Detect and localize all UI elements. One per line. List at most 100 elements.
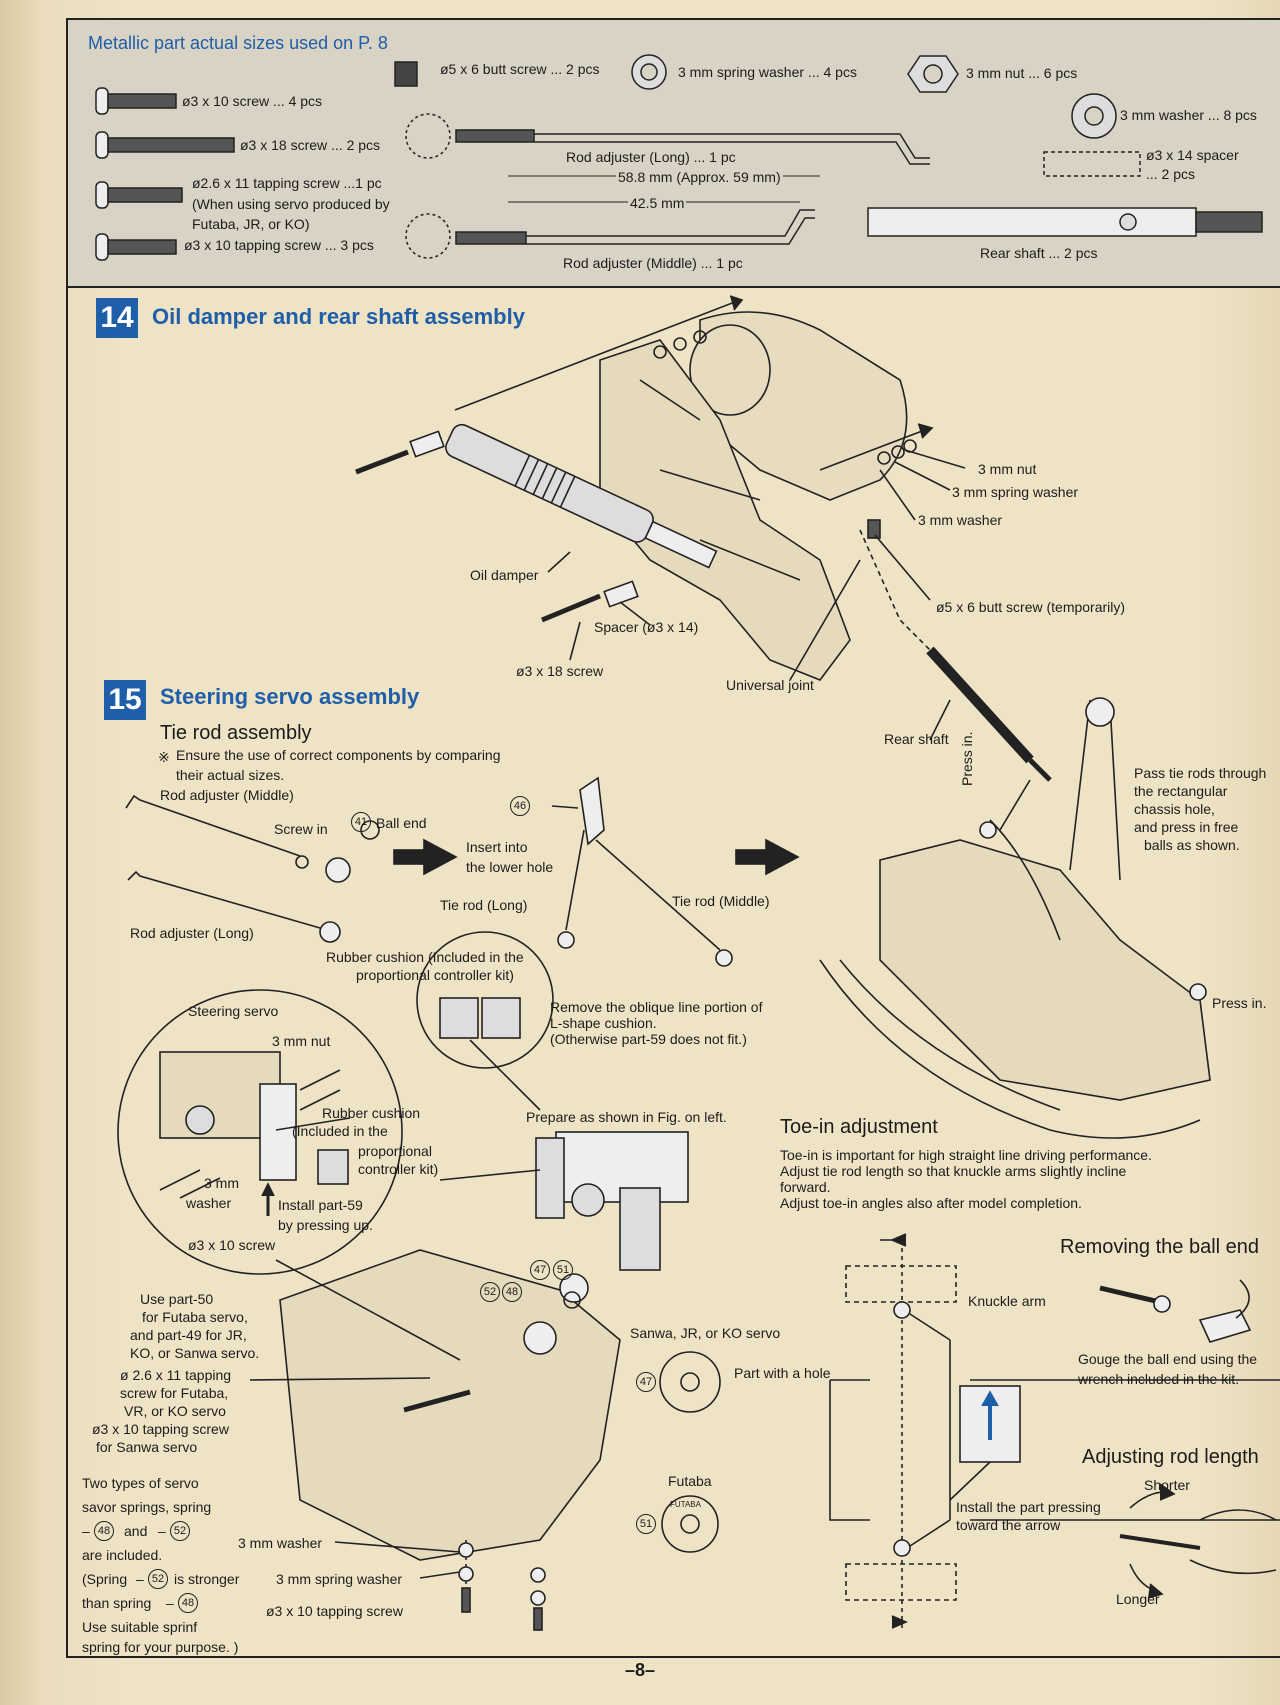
springs-note-dash-2: –	[158, 1523, 166, 1539]
spring-52-badge: 52	[170, 1521, 190, 1541]
label-universal-joint: Universal joint	[726, 677, 814, 693]
label-use-4: KO, or Sanwa servo.	[130, 1345, 260, 1361]
toe-in-line-1: Toe-in is important for high straight li…	[780, 1147, 1152, 1163]
part-with-hole-icon	[659, 1351, 721, 1413]
label-spacer-14: Spacer (ø3 x 14)	[594, 619, 699, 635]
springs-note-5: (Spring	[82, 1571, 128, 1587]
label-spring-washer-bottom: 3 mm spring washer	[276, 1571, 403, 1587]
rod-middle-part	[125, 794, 301, 857]
label-part-hole: Part with a hole	[734, 1365, 831, 1381]
label-remove-3: (Otherwise part-59 does not fit.)	[550, 1031, 747, 1047]
label-rod-long-15: Rod adjuster (Long)	[130, 925, 254, 941]
label-oil-damper: Oil damper	[470, 567, 539, 583]
part-41-badge: 41	[351, 812, 371, 832]
tapping-3x10-label: ø3 x 10 tapping screw ... 3 pcs	[184, 237, 374, 253]
ball-end-removal	[1153, 1295, 1171, 1313]
label-futaba: Futaba	[668, 1473, 712, 1489]
rear-shaft-part	[926, 646, 1034, 764]
springs-note-8: spring for your purpose. )	[82, 1639, 239, 1655]
ball-end-part	[325, 857, 351, 883]
label-nut-15: 3 mm nut	[272, 1033, 331, 1049]
label-shorter: Shorter	[1144, 1477, 1190, 1493]
servo-saver-48-52	[559, 1273, 589, 1303]
label-install-1: Install part-59	[278, 1197, 363, 1213]
spacer-qty: ... 2 pcs	[1146, 166, 1196, 182]
label-pass-3: chassis hole,	[1134, 801, 1215, 817]
rod-long-ball-icon	[405, 113, 451, 159]
spring-washer-label: 3 mm spring washer ... 4 pcs	[678, 64, 857, 80]
screw-3x10-label: ø3 x 10 screw ... 4 pcs	[182, 93, 323, 109]
springs-note-5b: is stronger	[174, 1571, 240, 1587]
section-15-title: Steering servo assembly	[160, 684, 420, 709]
label-press-in-top: Press in.	[959, 731, 975, 786]
label-use-1: Use part-50	[140, 1291, 214, 1307]
spring-52-badge-2: 52	[148, 1569, 168, 1589]
rod-middle-label: Rod adjuster (Middle) ... 1 pc	[563, 255, 743, 271]
label-tie-rod-middle: Tie rod (Middle)	[672, 893, 770, 909]
note-line-1: Ensure the use of correct components by …	[176, 747, 501, 763]
front-chassis	[879, 839, 1211, 1101]
label-pass-5: balls as shown.	[1144, 837, 1240, 853]
label-rear-shaft-14: Rear shaft	[884, 731, 949, 747]
label-install-2: by pressing up.	[278, 1217, 373, 1233]
label-pass-2: the rectangular	[1134, 783, 1228, 799]
springs-note-3: and	[124, 1523, 148, 1539]
springs-note-dash-1: –	[82, 1523, 90, 1539]
butt-screw-icon	[394, 61, 418, 87]
upper-wheel-outline	[845, 1265, 957, 1303]
butt-screw-label: ø5 x 6 butt screw ... 2 pcs	[440, 61, 600, 77]
note-mark: ※	[158, 749, 170, 765]
wrench-icon	[1198, 1309, 1252, 1343]
part-51-badge-2: 51	[636, 1514, 656, 1534]
springs-note-1: Two types of servo	[82, 1475, 199, 1491]
label-tap-5: for Sanwa servo	[96, 1439, 198, 1455]
springs-note-2: savor springs, spring	[82, 1499, 212, 1515]
spacer-icon	[1043, 151, 1141, 177]
part-46-badge: 46	[510, 796, 530, 816]
label-sanwa: Sanwa, JR, or KO servo	[630, 1325, 781, 1341]
toe-in-line-2: Adjust tie rod length so that knuckle ar…	[780, 1163, 1127, 1179]
label-cushion-1: Rubber cushion	[322, 1105, 421, 1121]
tie-rod-assembly-title: Tie rod assembly	[160, 722, 312, 744]
label-screw-14: ø3 x 18 screw	[516, 663, 604, 679]
toe-in-install-2: toward the arrow	[956, 1517, 1061, 1533]
springs-note-dash-4: –	[166, 1595, 174, 1611]
springs-note-4: are included.	[82, 1547, 163, 1563]
adjusting-rod-length-title: Adjusting rod length	[1082, 1446, 1259, 1468]
label-pass-4: and press in free	[1134, 819, 1239, 835]
label-tapping-bottom: ø3 x 10 tapping screw	[266, 1603, 403, 1619]
label-use-2: for Futaba servo,	[142, 1309, 248, 1325]
label-rod-middle-15: Rod adjuster (Middle)	[160, 787, 294, 803]
knuckle-arm	[893, 1301, 911, 1319]
label-rubber-1: Rubber cushion (Included in the	[326, 949, 524, 965]
note-line-2: their actual sizes.	[176, 767, 285, 783]
screw-3x18-top	[355, 449, 409, 475]
label-insert-2: the lower hole	[466, 859, 554, 875]
page-frame	[66, 18, 1280, 1658]
label-washer-15-1: 3 mm	[204, 1175, 239, 1191]
label-pass-1: Pass tie rods through	[1134, 765, 1267, 781]
toe-in-install-1: Install the part pressing	[956, 1499, 1101, 1515]
rod-long-part	[127, 870, 321, 929]
label-rubber-2: proportional controller kit)	[356, 967, 514, 983]
rear-shaft-label: Rear shaft ... 2 pcs	[980, 245, 1098, 261]
futaba-logo-text: FUTABA	[670, 1500, 701, 1509]
label-steering-servo: Steering servo	[188, 1003, 279, 1019]
label-longer: Longer	[1116, 1591, 1160, 1607]
label-cushion-2: (Included in the	[292, 1123, 388, 1139]
label-remove-2: L-shape cushion.	[550, 1015, 657, 1031]
label-spring-washer-14: 3 mm spring washer	[952, 484, 1079, 500]
removing-line-2: wrench included in the kit.	[1078, 1371, 1240, 1387]
part-47-badge-2: 47	[636, 1372, 656, 1392]
label-tap-4: ø3 x 10 tapping screw	[92, 1421, 229, 1437]
label-knuckle-arm: Knuckle arm	[968, 1293, 1046, 1309]
label-prepare: Prepare as shown in Fig. on left.	[526, 1109, 727, 1125]
springs-note-dash-3: –	[136, 1571, 144, 1587]
part-48-badge: 48	[502, 1282, 522, 1302]
spring-48-badge: 48	[94, 1521, 114, 1541]
lower-wheel-outline	[845, 1563, 957, 1601]
part-52-badge: 52	[480, 1282, 500, 1302]
label-ball-end: Ball end	[376, 815, 427, 831]
